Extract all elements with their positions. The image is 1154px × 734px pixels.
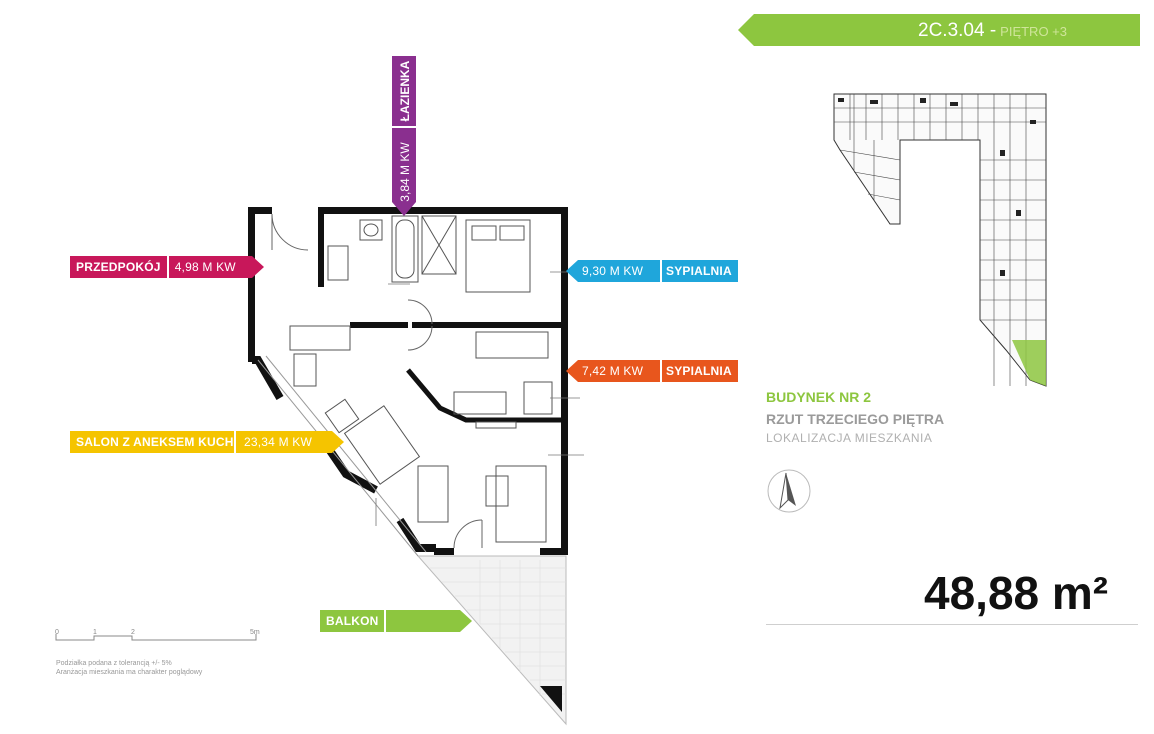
building-subtitle: RZUT TRZECIEGO PIĘTRA	[766, 411, 945, 427]
total-area: 48,88 m²	[924, 567, 1109, 619]
bedroom2-tag: 7,42 M KW SYPIALNIA	[578, 360, 738, 382]
unit-header: 2C.3.04 -PIĘTRO +3	[918, 18, 1067, 44]
living-tag: SALON Z ANEKSEM KUCH. 23,34 M KW	[70, 431, 318, 453]
bedroom1-tag-bg	[566, 260, 738, 282]
axis-lines	[375, 271, 584, 526]
unit-code: 2C.3.04 -	[918, 20, 997, 41]
bed-2	[453, 331, 553, 429]
header-banner	[738, 14, 1140, 46]
doors	[271, 213, 483, 549]
unit-location-highlight	[1012, 340, 1046, 386]
floor-label: PIĘTRO +3	[1000, 24, 1067, 39]
bedroom1-tag: 9,30 M KW SYPIALNIA	[578, 260, 738, 282]
balcony-area	[416, 555, 567, 726]
bedroom1-area: 9,30 M KW	[582, 264, 644, 278]
living-area: 23,34 M KW	[244, 435, 313, 449]
building-title: BUDYNEK NR 2	[766, 389, 872, 405]
north-arrow-icon	[767, 469, 811, 513]
balcony-name: BALKON	[326, 614, 379, 628]
scale-tick-2: 2	[131, 629, 135, 636]
bedroom2-area: 7,42 M KW	[582, 364, 644, 378]
note-line-1: Podziałka podana z tolerancją +/- 5%	[56, 660, 172, 667]
bedroom2-name: SYPIALNIA	[666, 364, 732, 378]
walls	[248, 207, 568, 555]
bed-1	[465, 219, 531, 293]
bathroom-area: 3,84 M KW	[398, 142, 412, 202]
bathroom-name: ŁAZIENKA	[398, 60, 412, 122]
kitchen	[289, 325, 421, 485]
living-tag-bg	[70, 431, 344, 453]
bedroom2-tag-bg	[566, 360, 738, 382]
area-divider	[766, 624, 1138, 625]
note-line-2: Aranżacja mieszkania ma charakter pogląd…	[56, 669, 203, 676]
hall-tag: PRZEDPOKÓJ 4,98 M KW	[70, 256, 242, 278]
balcony-tag-bg	[320, 610, 472, 632]
hall-name: PRZEDPOKÓJ	[76, 260, 161, 274]
living-furniture	[417, 465, 547, 543]
scale-tick-0: 0	[55, 629, 59, 636]
balcony-tag: BALKON	[320, 610, 385, 632]
unit-location-label: LOKALIZACJA MIESZKANIA	[766, 431, 933, 445]
hall-area: 4,98 M KW	[174, 260, 236, 274]
scale-bar	[55, 634, 257, 641]
building-keyplan	[833, 93, 1047, 387]
living-name: SALON Z ANEKSEM KUCH.	[76, 435, 238, 449]
scale-tick-1: 1	[93, 629, 97, 636]
bathroom-fixtures	[327, 215, 457, 283]
bathroom-tag-bg	[392, 56, 416, 216]
scale-tick-5m: 5m	[250, 629, 260, 636]
scale-note: Podziałka podana z tolerancją +/- 5% Ara…	[56, 659, 202, 677]
bedroom1-name: SYPIALNIA	[666, 264, 732, 278]
